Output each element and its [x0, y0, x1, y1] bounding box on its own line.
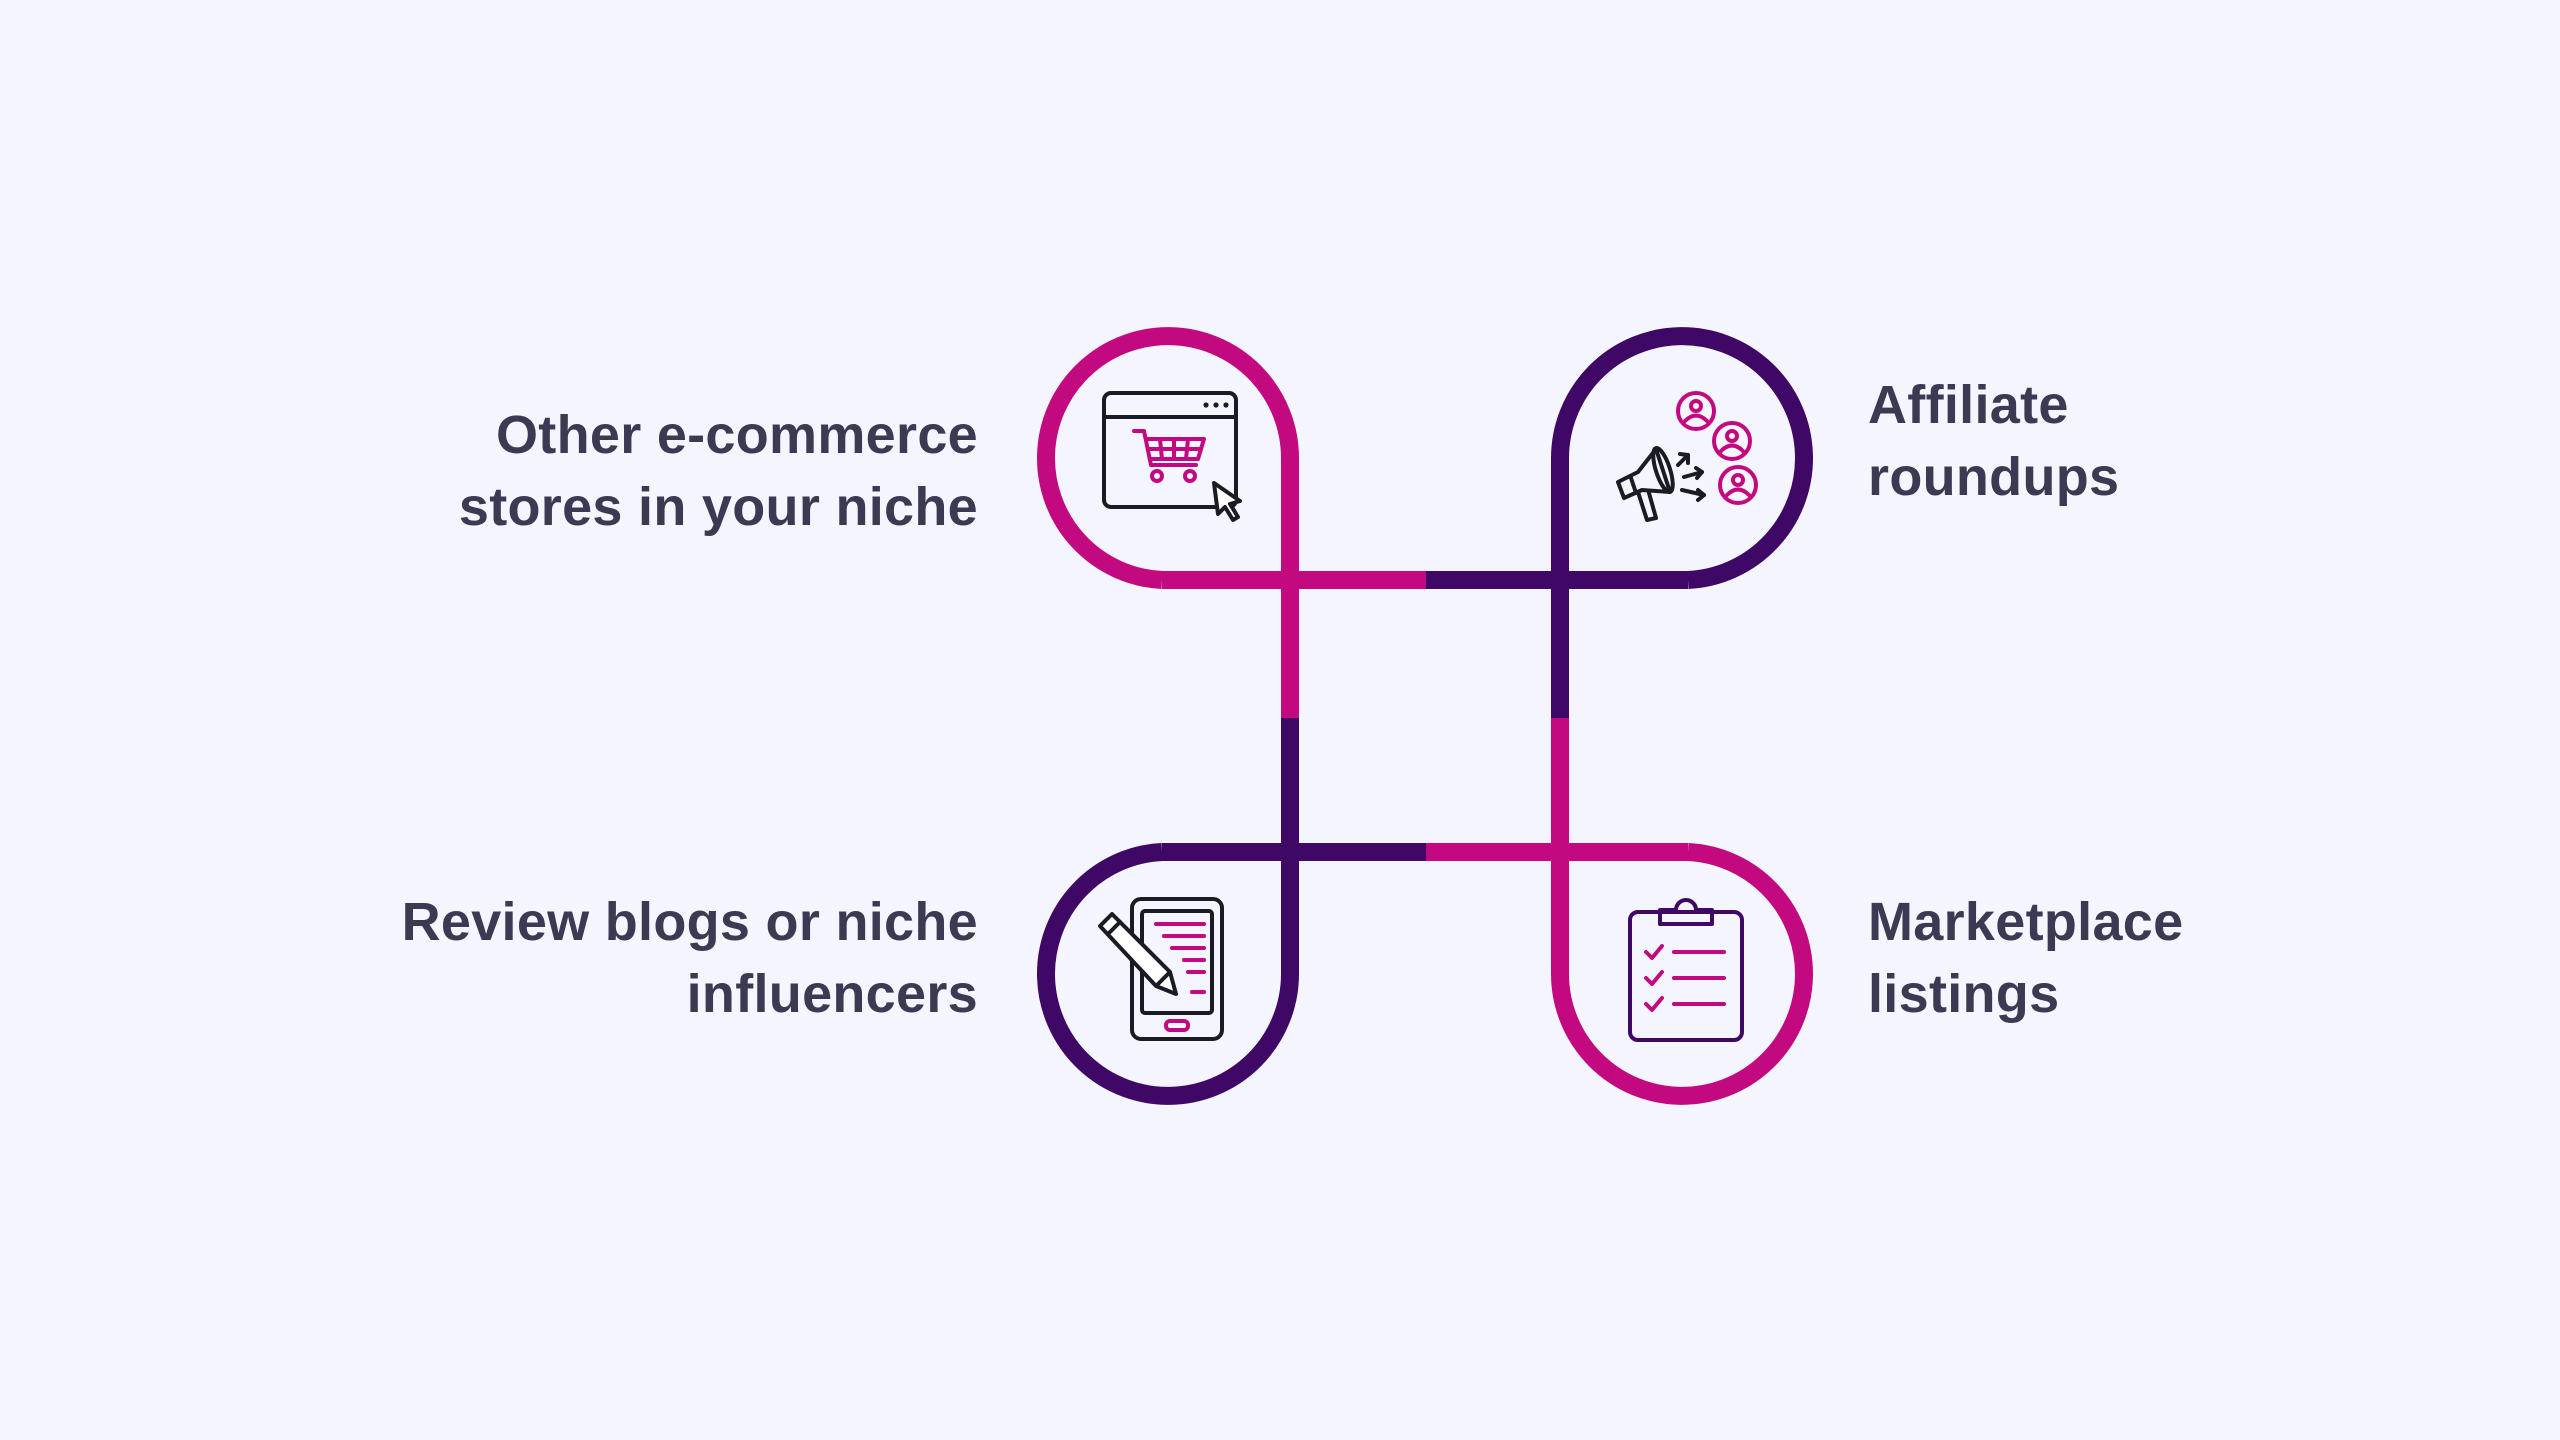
- shopping-cart-browser-icon: [1102, 391, 1242, 522]
- loop-top-right: [1551, 327, 1813, 718]
- label-marketplace-listings: Marketplace listings: [1868, 886, 2183, 1030]
- megaphone-audience-icon: [1616, 391, 1758, 522]
- label-line: Other e-commerce: [496, 405, 978, 465]
- label-review-blogs-influencers: Review blogs or niche influencers: [402, 886, 978, 1030]
- tablet-pen-icon: [1098, 897, 1224, 1041]
- loop-bottom-left: [1037, 718, 1299, 1105]
- label-line: listings: [1868, 964, 2060, 1024]
- loop-top-left: [1037, 327, 1299, 718]
- label-other-ecommerce-stores: Other e-commerce stores in your niche: [459, 399, 978, 543]
- loop-bottom-right: [1551, 718, 1813, 1105]
- label-line: roundups: [1868, 447, 2120, 507]
- label-line: influencers: [686, 964, 978, 1024]
- label-affiliate-roundups: Affiliate roundups: [1868, 369, 2119, 513]
- label-line: Affiliate: [1868, 375, 2069, 435]
- label-line: Review blogs or niche: [401, 892, 978, 952]
- clipboard-checklist-icon: [1628, 898, 1744, 1042]
- label-line: Marketplace: [1868, 892, 2184, 952]
- label-line: stores in your niche: [458, 477, 978, 537]
